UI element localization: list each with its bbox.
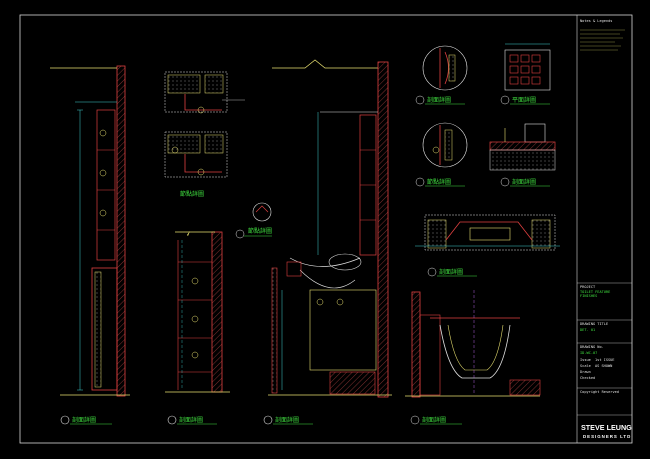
round-detail-centre xyxy=(235,202,272,239)
section-label-round-mid: 節點詳圖 xyxy=(427,178,451,186)
section-label-round-top: 剖面詳圖 xyxy=(427,96,451,104)
section-label-elev3: 剖面詳圖 xyxy=(275,416,299,424)
section-label-basin-section: 剖面詳圖 xyxy=(422,416,446,424)
section-label-floor: 剖面詳圖 xyxy=(512,178,536,186)
round-detail-mid xyxy=(415,122,468,187)
project-sub: FINISHES xyxy=(580,294,597,298)
section-label-elev1: 剖面詳圖 xyxy=(72,416,96,424)
elevation-3-vanity xyxy=(263,59,392,425)
section-label-node: 節點詳圖 xyxy=(180,190,204,198)
node-detail-upper xyxy=(164,71,245,114)
floor-section-detail xyxy=(489,123,556,187)
node-detail-lower xyxy=(164,131,228,178)
plan-detail-basin xyxy=(415,214,560,277)
scale-value: AS SHOWN xyxy=(595,364,612,368)
elevation-2 xyxy=(165,231,230,425)
drawing-no: ID-WC-07 xyxy=(580,351,597,355)
elevation-1 xyxy=(50,65,130,425)
section-basin-bottom xyxy=(405,290,541,425)
project-heading: PROJECT xyxy=(580,285,596,289)
project-name: TOILET FEATURE xyxy=(580,290,610,294)
drawing-no-heading: DRAWING No. xyxy=(580,345,604,349)
title-block: Notes & Legends PROJECT TOILET FEATURE F… xyxy=(577,19,632,439)
drawing-title-heading: DRAWING TITLE xyxy=(580,322,608,326)
section-label-group: 剖面詳圖 節點詳圖 節點詳圖 剖面詳圖 剖面詳圖 剖面詳圖 平面詳圖 節點詳圖 … xyxy=(72,96,536,424)
drawing-title: DET. 01 xyxy=(580,328,595,332)
sheet-border xyxy=(19,14,633,444)
section-label-round: 節點詳圖 xyxy=(248,227,272,235)
issue-label: Issue xyxy=(580,358,591,362)
footer-note: Copyright Reserved xyxy=(580,390,619,394)
drawn-label: Drawn xyxy=(580,370,591,374)
section-label-plan-grid: 平面詳圖 xyxy=(512,96,536,104)
round-detail-top xyxy=(415,45,468,105)
issue-value: 1st ISSUE xyxy=(595,358,614,362)
brand-sub: DESIGNERS LTD xyxy=(583,434,631,439)
brand-name: STEVE LEUNG xyxy=(581,423,632,432)
section-label-elev2: 剖面詳圖 xyxy=(179,416,203,424)
section-label-basin-plan: 剖面詳圖 xyxy=(439,268,463,276)
scale-label: Scale xyxy=(580,364,591,368)
checked-label: Checked xyxy=(580,376,595,380)
notes-heading: Notes & Legends xyxy=(580,19,612,23)
plan-detail-grid xyxy=(500,43,551,105)
